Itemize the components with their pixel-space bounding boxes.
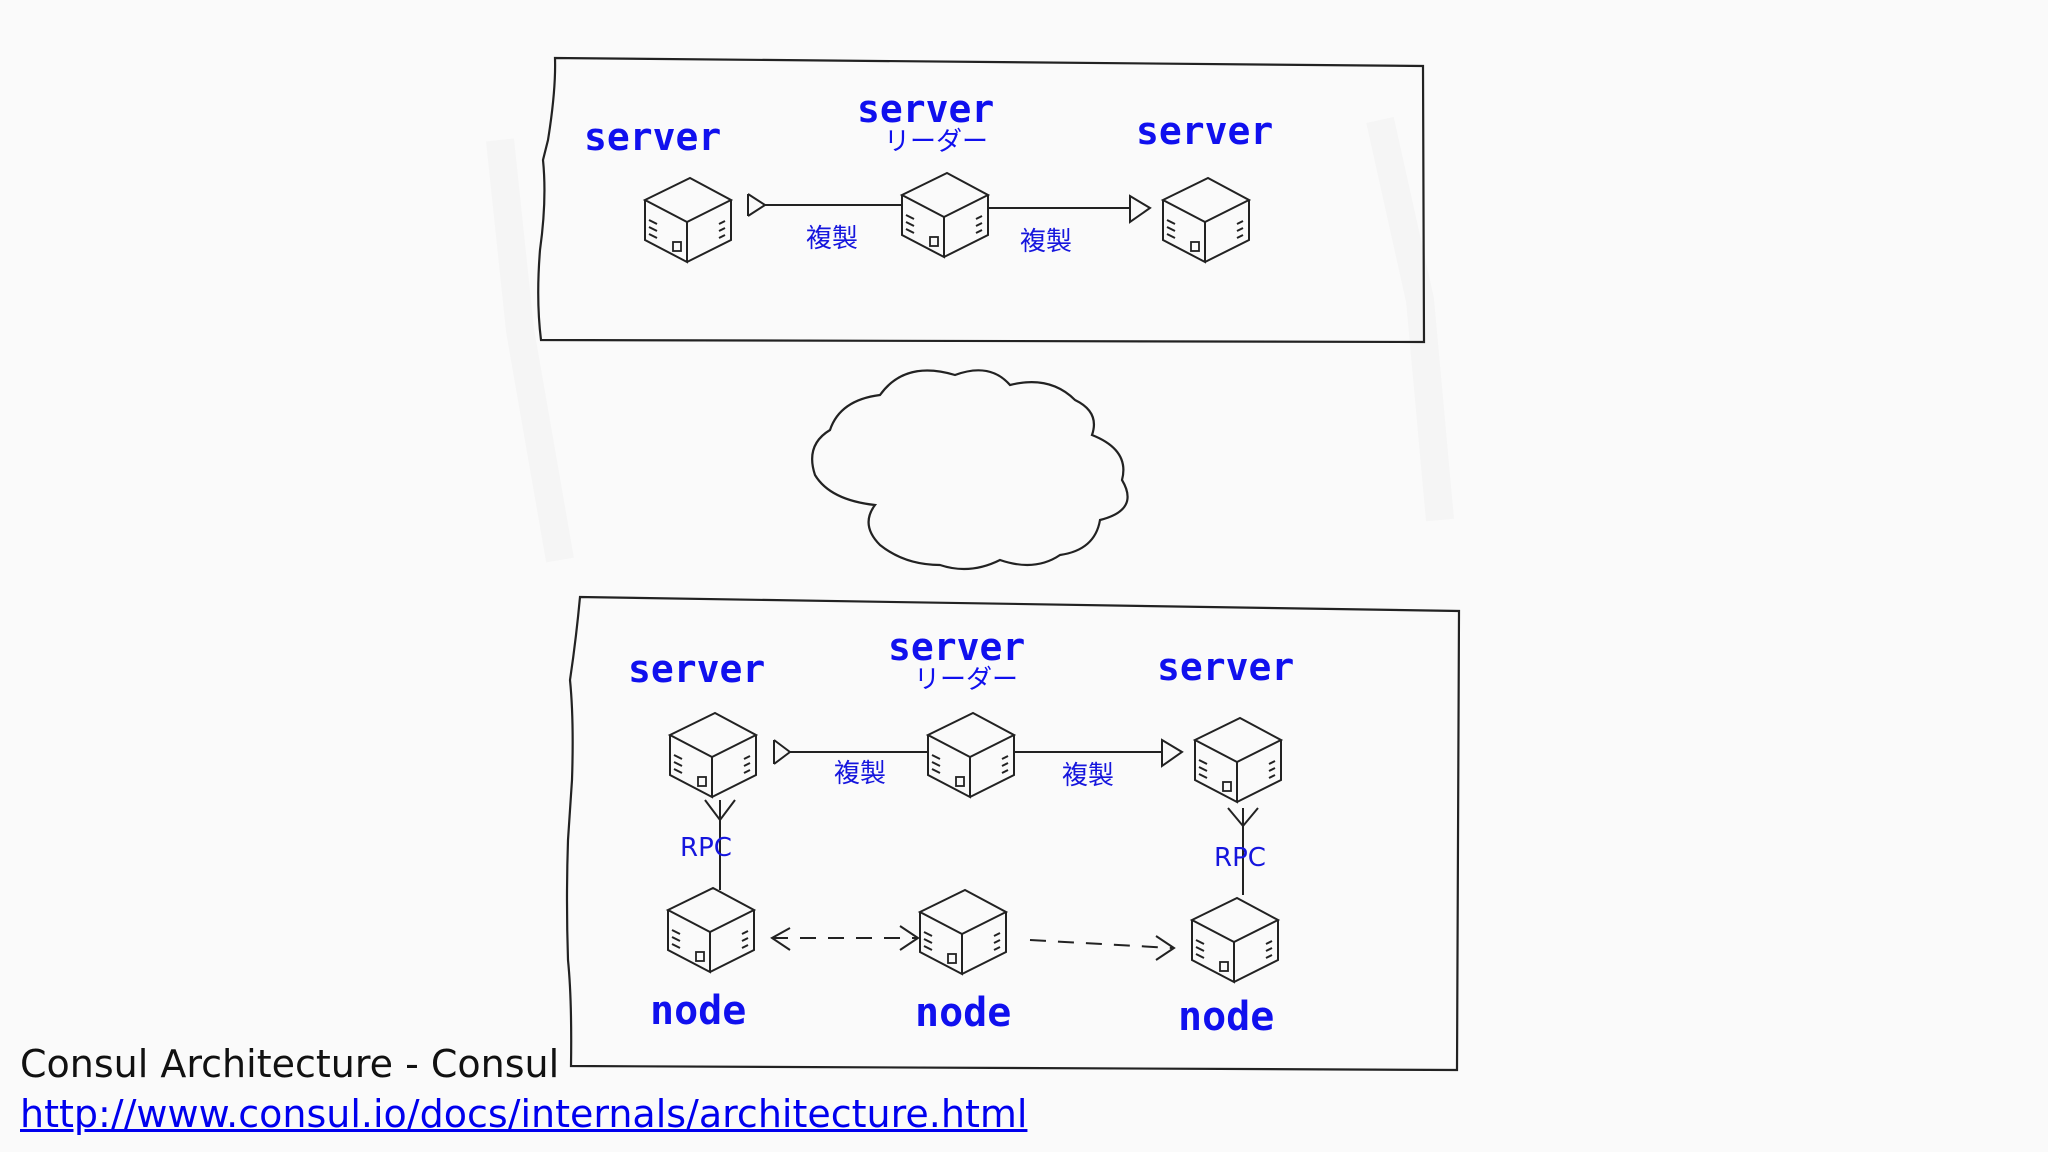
arrowhead-left	[773, 739, 791, 765]
server-left-icon	[644, 177, 732, 263]
gossip-arrowhead	[1155, 935, 1176, 961]
replication-label: 複製	[1062, 761, 1114, 791]
rpc-label: RPC	[1214, 843, 1266, 873]
leader-server-label: server	[857, 87, 994, 131]
server-leader-icon	[901, 172, 989, 258]
background-sketch	[486, 116, 1454, 563]
gossip-arrowheads	[770, 925, 920, 951]
caption-title: Consul Architecture - Consul	[20, 1042, 560, 1086]
arrowhead-left	[747, 193, 766, 217]
server-left-icon	[669, 712, 757, 798]
replication-label: 複製	[806, 224, 858, 254]
server-right-icon	[1162, 177, 1250, 263]
node-label: node	[650, 988, 746, 1034]
arrowhead-right	[1161, 738, 1184, 768]
server-label: server	[1136, 109, 1273, 153]
rpc-label: RPC	[680, 833, 732, 863]
node-left-icon	[667, 887, 755, 973]
server-label: server	[628, 647, 765, 691]
leader-sublabel: リーダー	[914, 665, 1018, 695]
replication-label: 複製	[1020, 227, 1072, 257]
server-label: server	[1157, 645, 1294, 689]
leader-server-label: server	[888, 625, 1025, 669]
gossip-link-right	[1029, 939, 1173, 949]
node-middle-icon	[919, 889, 1007, 975]
replication-label: 複製	[834, 759, 886, 789]
leader-sublabel: リーダー	[884, 127, 988, 157]
node-label: node	[915, 990, 1011, 1036]
source-link[interactable]: http://www.consul.io/docs/internals/arch…	[20, 1092, 1028, 1136]
node-label: node	[1178, 994, 1274, 1040]
bottom-cluster-border	[565, 595, 1461, 1072]
arrowhead-right	[1129, 194, 1152, 224]
bottom-cluster: server server リーダー server 複製 複製 RPC RPC …	[565, 595, 1461, 1072]
rpc-connection-right	[1227, 807, 1259, 895]
rpc-connection-left	[704, 799, 736, 890]
network-cloud-icon	[811, 369, 1129, 571]
node-right-icon	[1191, 897, 1279, 983]
server-leader-icon	[927, 712, 1015, 798]
server-label: server	[584, 115, 721, 159]
server-right-icon	[1194, 717, 1282, 803]
top-cluster-border	[537, 56, 1426, 344]
top-cluster: server server リーダー server 複製 複製	[537, 56, 1426, 344]
